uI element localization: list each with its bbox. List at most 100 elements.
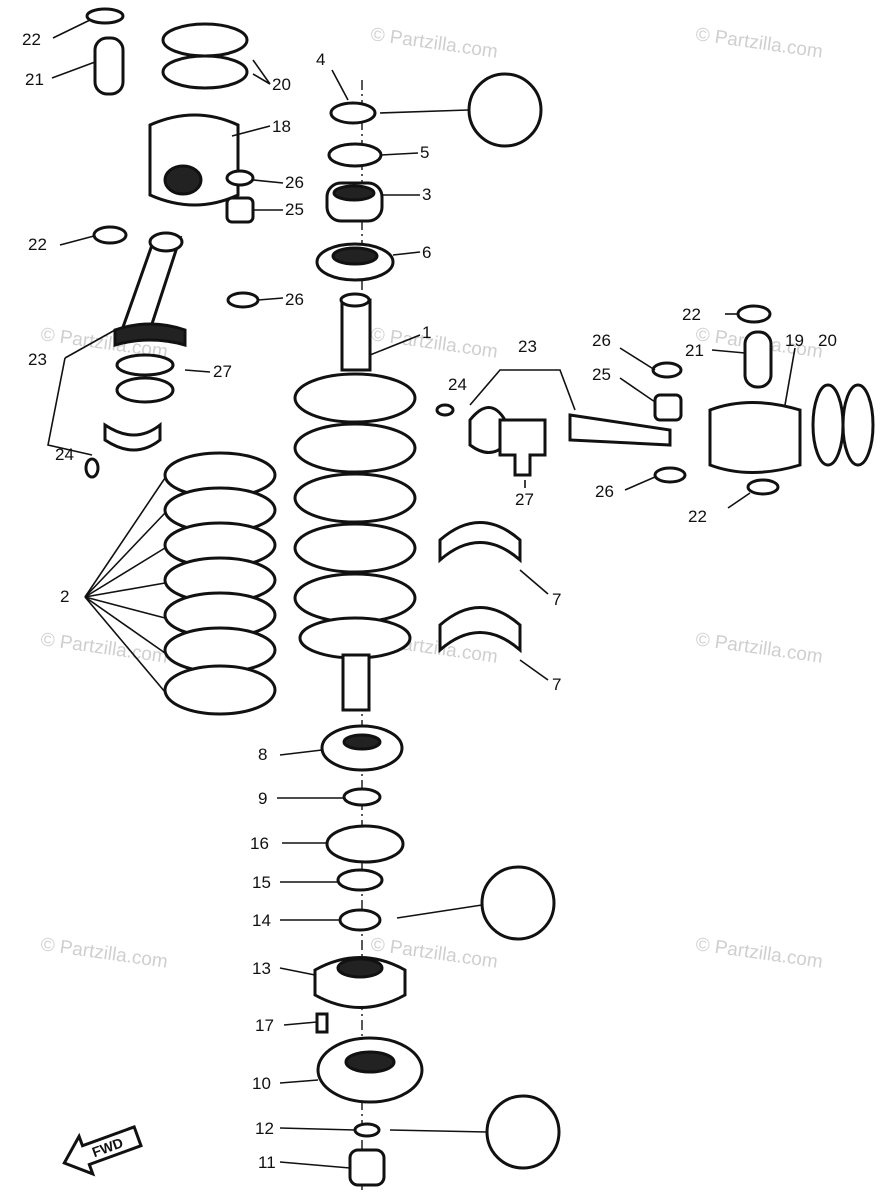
watermark: © Partzilla.com (369, 24, 499, 63)
crank-web-6 (298, 616, 412, 660)
piston-pin-21 (93, 36, 125, 96)
bolt-24-right (435, 403, 455, 417)
leader-23-left-b (64, 329, 116, 359)
callout-6: 6 (422, 243, 431, 262)
ring-20-right-a (811, 383, 845, 467)
callout-20: 20 (272, 75, 291, 94)
watermark: © Partzilla.com (694, 24, 824, 63)
callout-19: 19 (785, 331, 804, 350)
leader-20-a (252, 73, 271, 85)
leader-26-b (257, 297, 284, 301)
leader-22-right-bottom (727, 492, 751, 509)
fwd-arrow: FWD (62, 1124, 143, 1177)
bearing-7-lower (438, 606, 522, 654)
bearing-3-bore (332, 184, 376, 202)
callout-13: 13 (252, 959, 271, 978)
callout-18: 18 (272, 117, 291, 136)
leader-callout-bottom (389, 1129, 488, 1133)
callout-22: 22 (688, 507, 707, 526)
bolt-24-left (84, 457, 100, 479)
sleeve-11 (348, 1148, 386, 1187)
piston-pin-boss (163, 164, 203, 196)
leader-7-upper (519, 569, 549, 595)
callout-4: 4 (316, 50, 325, 69)
oil-seal-6-bore (331, 246, 379, 266)
leader-12 (279, 1127, 356, 1131)
leader-22-left (59, 235, 95, 246)
callout-25: 25 (285, 200, 304, 219)
seal-12 (353, 1122, 381, 1138)
rod-cap-lower-left (103, 421, 162, 452)
piston-ring-20b (161, 54, 249, 90)
crank-web-4 (293, 522, 417, 574)
ring-2g (163, 664, 277, 716)
callout-23: 23 (518, 337, 537, 356)
circlip-22-left (92, 225, 128, 245)
watermark: © Partzilla.com (39, 629, 169, 668)
crank-top-end (339, 292, 371, 308)
leader-22-top (52, 19, 91, 39)
washer-26-b (226, 291, 260, 309)
leader-11 (279, 1161, 351, 1169)
callout-27: 27 (213, 362, 232, 381)
leader-callout-top (379, 109, 469, 114)
leader-27-left (184, 369, 211, 373)
bearing-27-lower (115, 376, 175, 404)
washer-26-right-b (653, 466, 687, 484)
leader-26-right-b (624, 476, 656, 491)
crank-upper-shaft (340, 298, 372, 372)
callout-21: 21 (25, 70, 44, 89)
bearing-8-bore (342, 733, 382, 751)
housing-13-bore (336, 957, 384, 979)
leader-20-b (252, 59, 271, 85)
crank-web-2 (293, 422, 417, 474)
fwd-arrow-shape (62, 1124, 143, 1177)
leader-callout-middle (396, 904, 483, 919)
leader-2-f (84, 596, 166, 654)
needle-bearing-25 (225, 196, 255, 224)
leader-19 (784, 347, 796, 406)
grease-callouts (379, 72, 561, 1170)
callout-10: 10 (252, 1074, 271, 1093)
callout-24: 24 (55, 445, 74, 464)
leader-6 (392, 251, 421, 256)
crank-lower-shaft (341, 653, 371, 712)
watermark: © Partzilla.com (694, 629, 824, 668)
leader-2-b (84, 512, 166, 598)
leader-lines (47, 19, 796, 1169)
grease-callout-bottom (485, 1094, 561, 1170)
piston-rings-2 (163, 451, 277, 716)
o-ring-5 (327, 142, 383, 168)
callout-8: 8 (258, 745, 267, 764)
oil-seal-14 (338, 908, 382, 932)
leader-21-top (51, 61, 96, 79)
crankshaft-1 (293, 292, 417, 712)
leader-23-right (469, 369, 576, 411)
watermark: © Partzilla.com (369, 324, 499, 363)
upper-left-piston-assembly (84, 7, 260, 479)
callout-26: 26 (285, 290, 304, 309)
oil-seal-4 (329, 101, 377, 125)
o-ring-16 (325, 824, 405, 864)
callout-3: 3 (422, 185, 431, 204)
leader-13 (279, 967, 316, 976)
callout-20: 20 (818, 331, 837, 350)
callout-1: 1 (422, 323, 431, 342)
callout-26: 26 (595, 482, 614, 501)
bearings-7 (438, 521, 522, 654)
callout-26: 26 (592, 331, 611, 350)
center-column-parts (315, 101, 395, 282)
circlip-22-top (85, 7, 125, 25)
circlip-15 (336, 868, 384, 892)
callout-15: 15 (252, 873, 271, 892)
rod-cap-left (113, 322, 187, 347)
leader-21-right (711, 349, 746, 354)
bolt-17 (315, 1012, 329, 1034)
grease-callout-top (467, 72, 543, 148)
crank-web-1 (293, 372, 417, 424)
callout-17: 17 (255, 1016, 274, 1035)
callout-24: 24 (448, 375, 467, 394)
callout-22: 22 (682, 305, 701, 324)
watermark: © Partzilla.com (39, 934, 169, 973)
ring-20-right-b (841, 383, 875, 467)
